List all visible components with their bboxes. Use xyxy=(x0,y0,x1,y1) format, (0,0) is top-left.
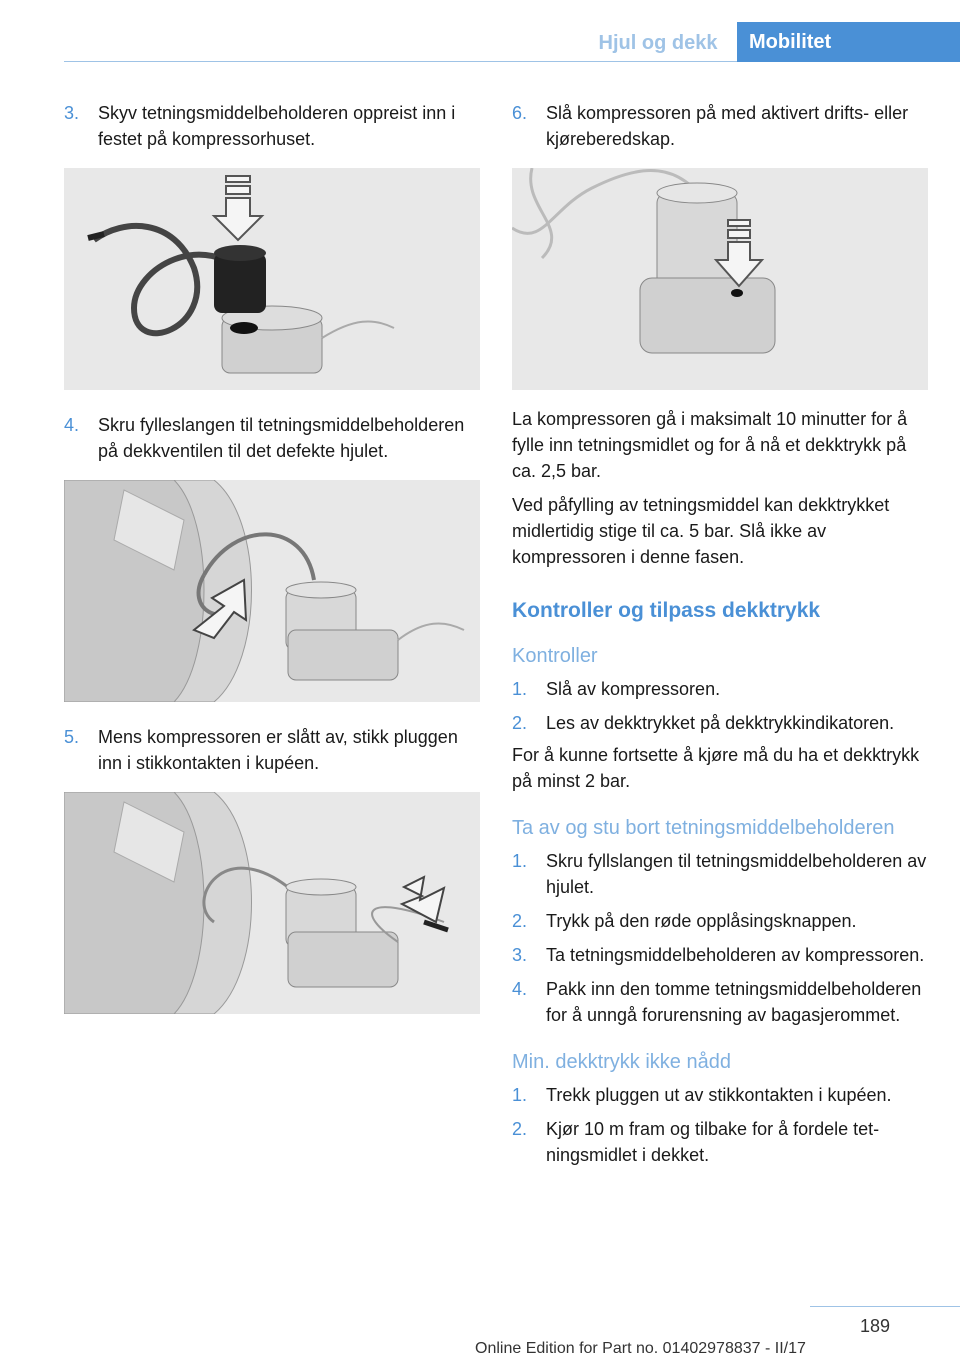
heading-check-adjust: Kontroller og tilpass dekktrykk xyxy=(512,599,821,622)
wheel-hose-illustration xyxy=(64,480,465,702)
plug-illustration xyxy=(64,792,449,1014)
footer-rule xyxy=(810,1306,960,1307)
right-column: 6. Slå kompressoren på med aktivert drif… xyxy=(512,100,928,1168)
step-number: 2. xyxy=(512,1119,528,1139)
min-step-list: 1. Trekk pluggen ut av stikkontakten i k… xyxy=(512,1082,928,1168)
left-column: 3. Skyv tetningsmiddelbeholderen oppreis… xyxy=(64,100,480,1014)
remove-step-3: 3. Ta tetningsmiddelbeholderen av kompre… xyxy=(512,942,928,968)
edition-footer: Online Edition for Part no. 01402978837 … xyxy=(475,1340,806,1357)
paragraph-pressure-note: Ved påfylling av tetningsmiddel kan dekk… xyxy=(512,495,890,567)
heading-remove-container: Ta av og stu bort tetningsmiddelbeholder… xyxy=(512,817,895,839)
min-step-2: 2. Kjør 10 m fram og tilbake for å forde… xyxy=(512,1116,928,1168)
remove-step-4: 4. Pakk inn den tomme tetningsmiddelbeho… xyxy=(512,976,928,1028)
step-text: Kjør 10 m fram og tilbake for å fordele … xyxy=(546,1119,880,1165)
page-number: 189 xyxy=(860,1316,891,1336)
step-number: 3. xyxy=(64,103,80,123)
step-number: 2. xyxy=(512,911,528,931)
check-step-list: 1. Slå av kompressoren. 2. Les av dekktr… xyxy=(512,676,928,736)
figure-container-insert xyxy=(64,168,480,390)
step-number: 4. xyxy=(512,979,528,999)
step-number: 1. xyxy=(512,679,528,699)
figure-compressor-on xyxy=(512,168,928,390)
header-rule xyxy=(64,61,960,62)
step-number: 4. xyxy=(64,415,80,435)
remove-step-list: 1. Skru fyllslangen til tetningsmiddelbe… xyxy=(512,848,928,1028)
step-number: 5. xyxy=(64,727,80,747)
paragraph-run-time: La kompressoren gå i maksimalt 10 minutt… xyxy=(512,409,908,481)
check-step-1: 1. Slå av kompressoren. xyxy=(512,676,928,702)
step-number: 2. xyxy=(512,713,528,733)
step-text: Mens kompressoren er slått av, stikk plu… xyxy=(98,727,458,773)
step-number: 1. xyxy=(512,851,528,871)
step-3: 3. Skyv tetningsmiddelbeholderen oppreis… xyxy=(64,100,480,152)
step-text: Ta tetningsmiddelbeholderen av kompres­s… xyxy=(546,945,925,965)
paragraph-min-pressure: For å kunne fortsette å kjøre må du ha e… xyxy=(512,745,920,791)
figure-plug-socket xyxy=(64,792,480,1014)
step-text: Trykk på den røde opplåsingsknappen. xyxy=(546,911,857,931)
remove-step-1: 1. Skru fyllslangen til tetningsmiddelbe… xyxy=(512,848,928,900)
step-number: 6. xyxy=(512,103,528,123)
heading-min-pressure: Min. dekktrykk ikke nådd xyxy=(512,1051,731,1073)
compressor-on-illustration xyxy=(512,168,776,354)
figure-hose-valve xyxy=(64,480,480,702)
step-text: Trekk pluggen ut av stikkontakten i ku­p… xyxy=(546,1085,892,1105)
compressor-container-illustration xyxy=(87,175,395,374)
step-6: 6. Slå kompressoren på med aktivert drif… xyxy=(512,100,928,152)
step-number: 1. xyxy=(512,1085,528,1105)
step-text: Slå kompressoren på med aktivert drifts-… xyxy=(546,103,909,149)
step-5: 5. Mens kompressoren er slått av, stikk … xyxy=(64,724,480,776)
step-text: Les av dekktrykket på dekktrykkindikato­… xyxy=(546,713,895,733)
chapter-tab: Mobilitet xyxy=(737,22,960,62)
section-tab: Hjul og dekk xyxy=(598,32,718,54)
remove-step-2: 2. Trykk på den røde opplåsingsknappen. xyxy=(512,908,928,934)
step-4: 4. Skru fylleslangen til tetningsmiddelb… xyxy=(64,412,480,464)
step-text: Pakk inn den tomme tetningsmiddelbehol­d… xyxy=(546,979,922,1025)
step-text: Slå av kompressoren. xyxy=(546,679,721,699)
step-number: 3. xyxy=(512,945,528,965)
step-text: Skyv tetningsmiddelbeholderen oppreist i… xyxy=(98,103,456,149)
heading-check: Kontroller xyxy=(512,645,598,667)
step-text: Skru fyllslangen til tetningsmiddelbehol… xyxy=(546,851,927,897)
step-text: Skru fylleslangen til tetningsmiddelbeho… xyxy=(98,415,465,461)
check-step-2: 2. Les av dekktrykket på dekktrykkindika… xyxy=(512,710,928,736)
min-step-1: 1. Trekk pluggen ut av stikkontakten i k… xyxy=(512,1082,928,1108)
